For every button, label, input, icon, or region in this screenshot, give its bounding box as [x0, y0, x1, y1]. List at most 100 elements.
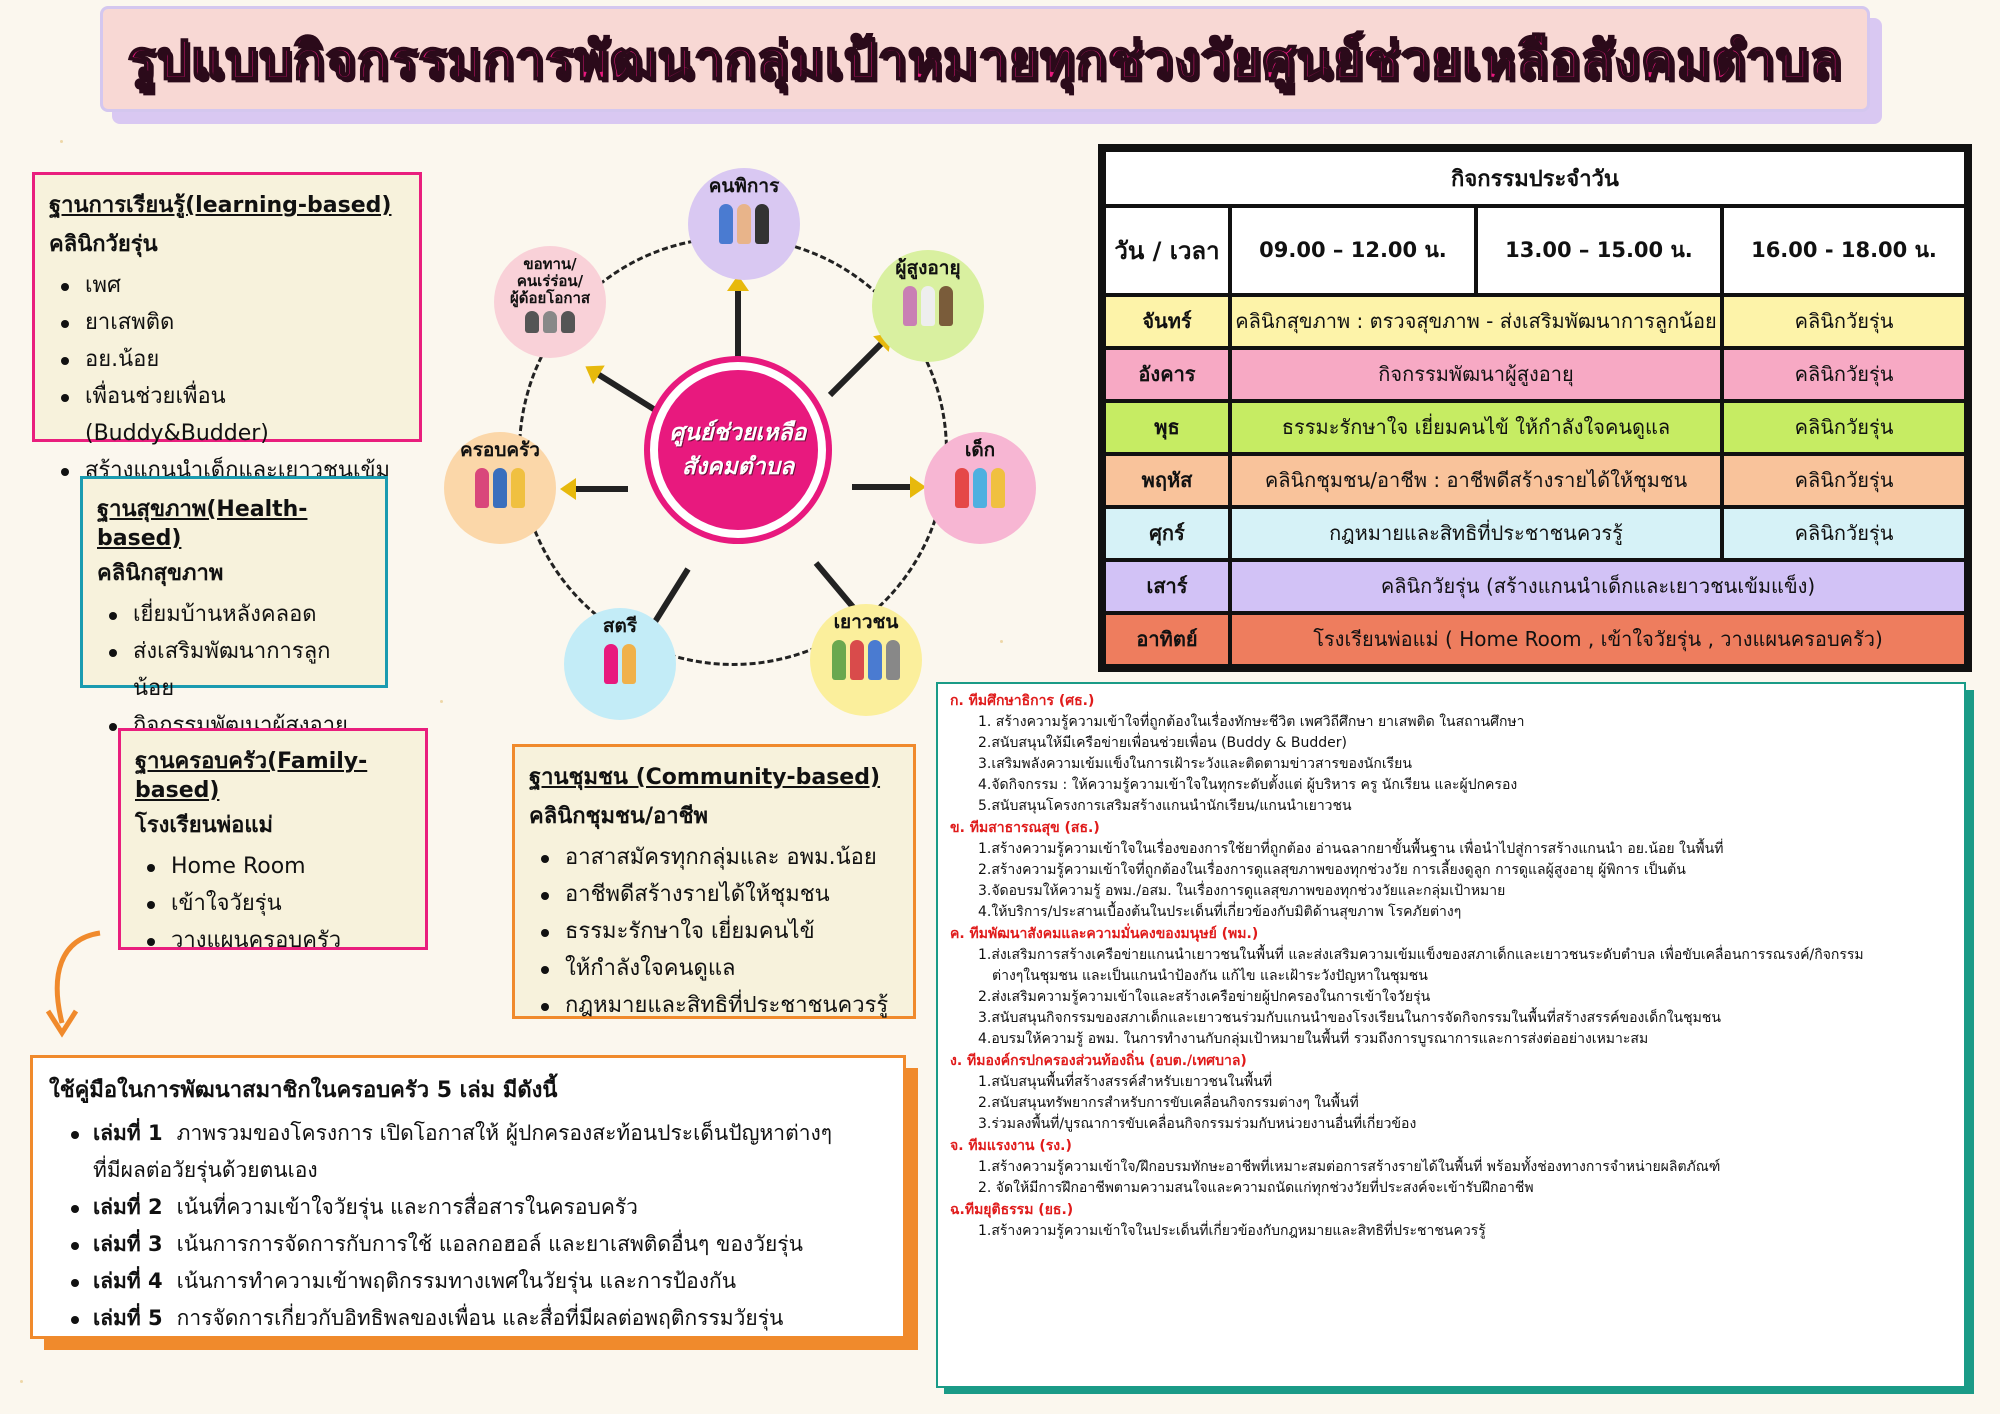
manual-item-no: เล่มที่ 5: [93, 1306, 163, 1330]
team-item: 3.ร่วมลงพื้นที่/บูรณาการขับเคลื่อนกิจกรร…: [978, 1116, 1417, 1132]
health-based-box: ฐานสุขภาพ(Health-based) คลินิกสุขภาพ เยี…: [80, 476, 388, 738]
schedule-day: อังคาร: [1106, 349, 1228, 399]
node-label: ผู้ด้อยโอกาส: [509, 289, 591, 307]
node-label: ครอบครัว: [460, 439, 540, 461]
family-icon: [475, 468, 525, 508]
manual-item: เล่มที่ 3 เน้นการการจัดการกับการใช้ แอลกอ…: [49, 1226, 887, 1263]
team-item: 1.สร้างความรู้ความเข้าใจในเรื่องของการใช…: [978, 841, 1724, 857]
team-item: 5.สนับสนุนโครงการเสริมสร้างแกนนำนักเรียน…: [978, 798, 1352, 814]
list-item: ยาเสพติด: [55, 304, 405, 341]
underprivileged-icon: [525, 311, 575, 333]
team-heading: ข. ทีมสาธารณสุข (สธ.): [950, 820, 1100, 836]
node-label: สตรี: [602, 615, 638, 637]
speck: [440, 700, 443, 703]
team-item: 1. สร้างความรู้ความเข้าใจที่ถูกต้องในเรื…: [978, 714, 1525, 730]
node-label: เยาวชน: [833, 611, 899, 633]
team-item: 1.สร้างความรู้ความเข้าใจ/ฝึกอบรมทักษะอาช…: [978, 1159, 1721, 1175]
team-item: 2.สนับสนุนให้มีเครือข่ายเพื่อนช่วยเพื่อน…: [978, 735, 1347, 751]
team-item: 3.เสริมพลังความเข้มแข็งในการเฝ้าระวังและ…: [978, 756, 1412, 772]
page-title: รูปแบบกิจกรรมการพัฒนากลุ่มเป้าหมายทุกช่ว…: [127, 30, 1843, 92]
schedule-day: ศุกร์: [1106, 508, 1228, 558]
arrow-left: [566, 486, 628, 492]
women-icon: [604, 644, 636, 684]
team-item: 1.สนับสนุนพื้นที่สร้างสรรค์สำหรับเยาวชนใ…: [978, 1074, 1273, 1090]
schedule-row: อังคารกิจกรรมพัฒนาผู้สูงอายุคลินิกวัยรุ่…: [1106, 349, 1964, 399]
speck: [20, 1380, 23, 1383]
team-heading: ง. ทีมองค์กรปกครองส่วนท้องถิ่น (อบต./เทศ…: [950, 1053, 1247, 1069]
learning-heading: ฐานการเรียนรู้(learning-based): [49, 193, 392, 218]
list-item: วางแผนครอบครัว: [141, 922, 411, 959]
community-based-box: ฐานชุมชน (Community-based) คลินิกชุมชน/อ…: [512, 744, 916, 1019]
list-item: อาสาสมัครทุกกลุ่มและ อพม.น้อย: [535, 839, 899, 876]
schedule-evening: คลินิกวัยรุ่น: [1724, 402, 1964, 452]
speck: [60, 140, 63, 143]
list-item: อย.น้อย: [55, 341, 405, 378]
schedule-evening: คลินิกวัยรุ่น: [1724, 455, 1964, 505]
manual-box: ใช้คู่มือในการพัฒนาสมาชิกในครอบครัว 5 เล…: [30, 1055, 906, 1339]
list-item: เพื่อนช่วยเพื่อน (Buddy&Budder): [55, 378, 405, 452]
node-poor: ขอทาน/ คนเร่ร่อน/ ผู้ด้อยโอกาส: [494, 246, 606, 358]
schedule-activity: ธรรมะรักษาใจ เยี่ยมคนไข้ ให้กำลังใจคนดูแ…: [1232, 402, 1720, 452]
list-item: ธรรมะรักษาใจ เยี่ยมคนไข้: [535, 913, 899, 950]
team-item: 2.ส่งเสริมความรู้ความเข้าใจและสร้างเครือ…: [978, 989, 1431, 1005]
header-afternoon: 13.00 – 15.00 น.: [1477, 208, 1720, 293]
schedule-row: จันทร์คลินิกสุขภาพ : ตรวจสุขภาพ - ส่งเสร…: [1106, 296, 1964, 346]
node-disabled: คนพิการ: [688, 168, 800, 280]
schedule-row: อาทิตย์โรงเรียนพ่อแม่ ( Home Room , เข้า…: [1106, 614, 1964, 664]
arrow-right: [852, 476, 926, 498]
manual-item-no: เล่มที่ 1: [93, 1121, 163, 1145]
team-item: 2.สร้างความรู้ความเข้าใจที่ถูกต้องในเรื่…: [978, 862, 1686, 878]
manual-item-no: เล่มที่ 3: [93, 1232, 163, 1256]
manual-item-text: เน้นการทำความเข้าพฤติกรรมทางเพศในวัยรุ่น…: [176, 1269, 737, 1293]
center-hub: ศูนย์ช่วยเหลือ สังคมตำบล: [650, 362, 826, 538]
list-item: เพศ: [55, 267, 405, 304]
center-line1: ศูนย์ช่วยเหลือ: [669, 420, 807, 446]
schedule-row: พุธธรรมะรักษาใจ เยี่ยมคนไข้ ให้กำลังใจคน…: [1106, 402, 1964, 452]
manual-item-no: เล่มที่ 2: [93, 1195, 163, 1219]
schedule-evening: คลินิกวัยรุ่น: [1724, 508, 1964, 558]
title-banner: รูปแบบกิจกรรมการพัฒนากลุ่มเป้าหมายทุกช่ว…: [100, 6, 1870, 112]
schedule-evening: คลินิกวัยรุ่น: [1724, 296, 1964, 346]
learning-sub: คลินิกวัยรุ่น: [49, 232, 158, 257]
node-elderly: ผู้สูงอายุ: [872, 250, 984, 362]
team-item: 4.อบรมให้ความรู้ อพม. ในการทำงานกับกลุ่ม…: [978, 1031, 1649, 1047]
schedule-table: กิจกรรมประจำวัน วัน / เวลา 09.00 – 12.00…: [1098, 144, 1972, 672]
node-child: เด็ก: [924, 432, 1036, 544]
list-item: Home Room: [141, 848, 411, 885]
schedule-row: เสาร์คลินิกวัยรุ่น (สร้างแกนนำเด็กและเยา…: [1106, 561, 1964, 611]
children-icon: [955, 468, 1005, 508]
team-item: ต่างๆในชุมชน และเป็นแกนนำป้องกัน แก้ไข แ…: [992, 968, 1428, 984]
schedule-title: กิจกรรมประจำวัน: [1106, 152, 1964, 204]
list-item: เข้าใจวัยรุ่น: [141, 885, 411, 922]
team-item: 1.สร้างความรู้ความเข้าใจในประเด็นที่เกี่…: [978, 1223, 1486, 1239]
team-heading: ค. ทีมพัฒนาสังคมและความมั่นคงของมนุษย์ (…: [950, 926, 1259, 942]
manual-item-no: เล่มที่ 4: [93, 1269, 163, 1293]
elderly-icon: [903, 286, 953, 326]
schedule-day: อาทิตย์: [1106, 614, 1228, 664]
schedule-activity: โรงเรียนพ่อแม่ ( Home Room , เข้าใจวัยรุ…: [1232, 614, 1964, 664]
schedule-day: พฤหัส: [1106, 455, 1228, 505]
team-heading: ก. ทีมศึกษาธิการ (ศธ.): [950, 693, 1095, 709]
family-based-box: ฐานครอบครัว(Family-based) โรงเรียนพ่อแม่…: [118, 728, 428, 953]
manual-item-continuation: ที่มีผลต่อวัยรุ่นด้วยตนเอง: [49, 1152, 887, 1189]
schedule-activity: คลินิกสุขภาพ : ตรวจสุขภาพ - ส่งเสริมพัฒน…: [1232, 296, 1720, 346]
manual-item-text: การจัดการเกี่ยวกับอิทธิพลของเพื่อน และสื…: [176, 1306, 784, 1330]
team-heading: ฉ.ทีมยุติธรรม (ยธ.): [950, 1202, 1074, 1218]
learning-based-box: ฐานการเรียนรู้(learning-based) คลินิกวัย…: [32, 172, 422, 520]
node-family: ครอบครัว: [444, 432, 556, 544]
node-label: ผู้สูงอายุ: [895, 257, 961, 279]
manual-item-text: ที่มีผลต่อวัยรุ่นด้วยตนเอง: [93, 1158, 318, 1182]
arrow-up: [735, 281, 741, 363]
manual-item-text: เน้นการการจัดการกับการใช้ แอลกอฮอล์ และย…: [176, 1232, 803, 1256]
schedule-activity: กิจกรรมพัฒนาผู้สูงอายุ: [1232, 349, 1720, 399]
node-label: ขอทาน/: [523, 255, 577, 273]
team-item: 3.จัดอบรมให้ความรู้ อพม./อสม. ในเรื่องกา…: [978, 883, 1506, 899]
list-item: เยี่ยมบ้านหลังคลอด: [103, 596, 371, 633]
team-heading: จ. ทีมแรงงาน (รง.): [950, 1138, 1072, 1154]
schedule-day: เสาร์: [1106, 561, 1228, 611]
header-day: วัน / เวลา: [1106, 208, 1228, 293]
team-item: 4.ให้บริการ/ประสานเบื้องต้นในประเด็นที่เ…: [978, 904, 1462, 920]
community-sub: คลินิกชุมชน/อาชีพ: [529, 804, 708, 829]
